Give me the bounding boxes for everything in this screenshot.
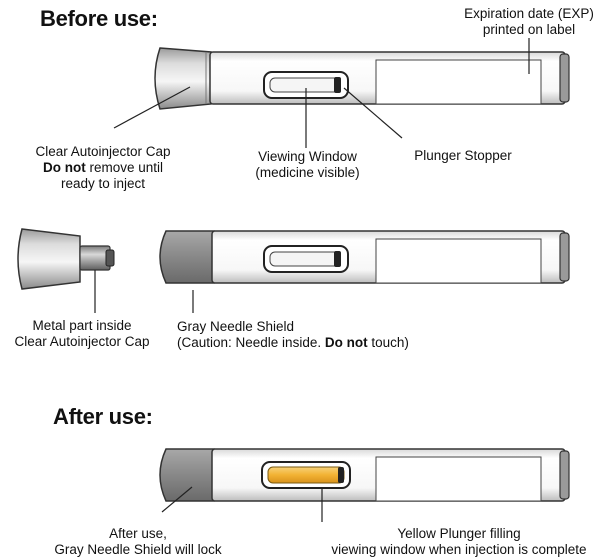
expiration-date-line1: Expiration date (EXP) bbox=[464, 6, 594, 21]
clear-cap-label: Clear Autoinjector Cap Do not remove unt… bbox=[6, 144, 200, 192]
gray-needle-shield-line1: Gray Needle Shield bbox=[177, 319, 295, 334]
removed-cap bbox=[17, 228, 115, 290]
metal-part-line2: Clear Autoinjector Cap bbox=[14, 334, 150, 349]
autoinjector-with-cap bbox=[154, 47, 570, 110]
plunger-stopper-text: Plunger Stopper bbox=[414, 148, 512, 163]
expiration-label-area bbox=[375, 59, 542, 105]
yellow-plunger bbox=[267, 466, 345, 484]
autoinjector-after-use bbox=[159, 448, 570, 502]
after-use-heading: After use: bbox=[53, 404, 153, 429]
gray-needle-shield-line2: (Caution: Needle inside. Do not touch) bbox=[177, 335, 409, 350]
expiration-date-label: Expiration date (EXP) printed on label bbox=[450, 6, 608, 38]
plunger-stopper-label: Plunger Stopper bbox=[398, 148, 528, 164]
needle-shield-lock-label: After use, Gray Needle Shield will lock bbox=[38, 526, 238, 558]
viewing-window-label: Viewing Window (medicine visible) bbox=[235, 149, 380, 181]
gray-needle-shield bbox=[159, 230, 215, 284]
gray-needle-shield-locked bbox=[159, 448, 215, 502]
metal-part-label: Metal part inside Clear Autoinjector Cap bbox=[0, 318, 164, 350]
viewing-window-line1: Viewing Window bbox=[258, 149, 357, 164]
plunger-stopper bbox=[334, 77, 341, 93]
needle-shield-lock-line1: After use, bbox=[109, 526, 167, 541]
expiration-date-line2: printed on label bbox=[482, 22, 576, 37]
needle-shield-lock-line2: Gray Needle Shield will lock bbox=[54, 542, 222, 557]
callout-lines bbox=[94, 38, 530, 522]
yellow-plunger-label: Yellow Plunger filling viewing window wh… bbox=[312, 526, 606, 558]
clear-cap-shape bbox=[154, 47, 212, 110]
clear-cap-line3: ready to inject bbox=[60, 176, 146, 191]
clear-cap-line1: Clear Autoinjector Cap bbox=[35, 144, 171, 159]
viewing-window-line2: (medicine visible) bbox=[255, 165, 360, 180]
yellow-plunger-line1: Yellow Plunger filling bbox=[397, 526, 521, 541]
gray-needle-shield-label: Gray Needle Shield (Caution: Needle insi… bbox=[177, 319, 467, 351]
before-use-heading: Before use: bbox=[40, 6, 158, 31]
autoinjector-cap-removed bbox=[159, 230, 570, 284]
metal-part-line1: Metal part inside bbox=[32, 318, 132, 333]
clear-cap-line2: Do not remove until bbox=[42, 160, 164, 175]
yellow-plunger-line2: viewing window when injection is complet… bbox=[331, 542, 587, 557]
